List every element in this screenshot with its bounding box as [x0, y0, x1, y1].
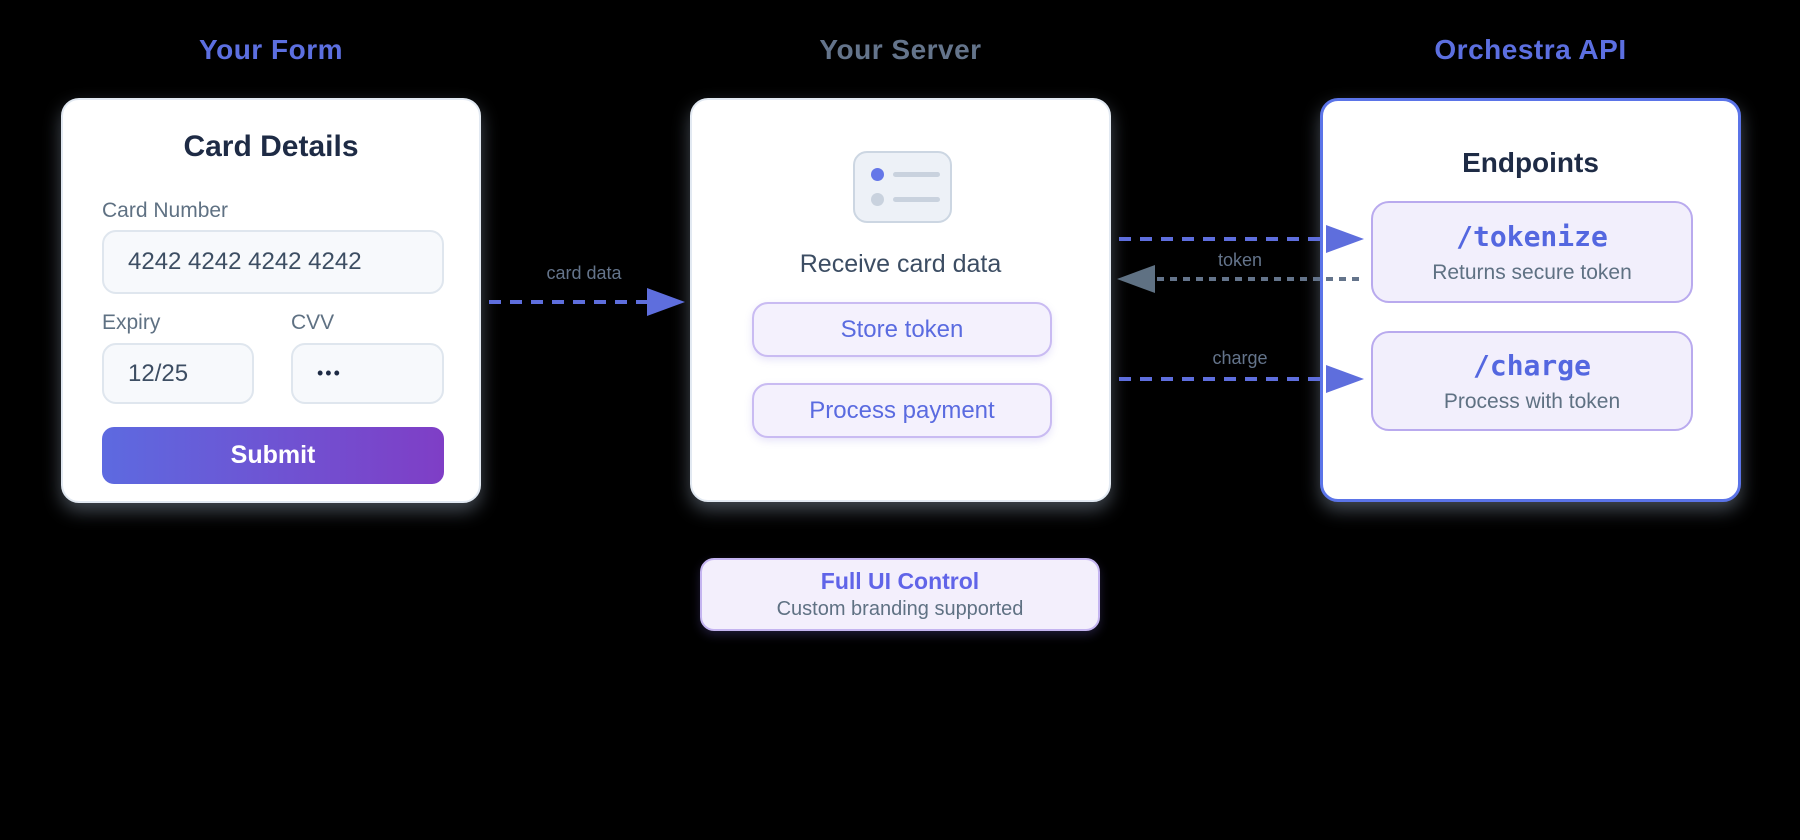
column-title-your-form: Your Form: [199, 34, 343, 65]
icon-row: [871, 168, 950, 181]
card-number-label: Card Number: [102, 199, 229, 222]
line-icon: [893, 172, 940, 177]
card-details-title: Card Details: [183, 130, 359, 163]
column-title-your-server: Your Server: [819, 34, 982, 65]
card-data-arrow-label: card data: [546, 263, 622, 283]
expiry-input[interactable]: 12/25: [102, 343, 254, 404]
tokenize-description: Returns secure token: [1432, 260, 1632, 284]
charge-path: /charge: [1472, 348, 1591, 382]
token-response-arrow-line: [1157, 277, 1365, 281]
submit-button[interactable]: Submit: [102, 427, 444, 484]
tokenize-path: /tokenize: [1456, 219, 1608, 253]
card-data-arrowhead-icon: [647, 288, 685, 316]
charge-description: Process with token: [1443, 389, 1621, 413]
icon-row: [871, 193, 950, 206]
card-list-icon: [853, 151, 952, 223]
tokenize-endpoint: /tokenize Returns secure token: [1371, 201, 1693, 303]
token-response-arrowhead-icon: [1117, 265, 1155, 293]
column-title-orchestra-api: Orchestra API: [1434, 34, 1627, 65]
store-token-step: Store token: [752, 302, 1052, 357]
full-ui-control-badge: Full UI Control Custom branding supporte…: [700, 558, 1100, 631]
charge-endpoint: /charge Process with token: [1371, 331, 1693, 431]
card-data-arrow-line: [489, 300, 649, 304]
card-details-panel: Card Details Card Number 4242 4242 4242 …: [61, 98, 481, 503]
tokenize-request-arrow-line: [1119, 237, 1327, 241]
token-arrow-label: token: [1217, 250, 1263, 270]
badge-subtitle: Custom branding supported: [776, 598, 1024, 620]
charge-arrow-label: charge: [1212, 348, 1268, 368]
blue-dot-icon: [871, 168, 884, 181]
card-number-input[interactable]: 4242 4242 4242 4242: [102, 230, 444, 294]
endpoints-title: Endpoints: [1462, 147, 1599, 178]
line-icon: [893, 197, 940, 202]
gray-dot-icon: [871, 193, 884, 206]
server-panel: Receive card data Store token Process pa…: [690, 98, 1111, 502]
cvv-label: CVV: [291, 311, 335, 334]
expiry-label: Expiry: [102, 311, 161, 334]
charge-arrowhead-icon: [1326, 365, 1364, 393]
cvv-input[interactable]: •••: [291, 343, 444, 404]
receive-card-data-text: Receive card data: [799, 250, 1002, 278]
tokenize-request-arrowhead-icon: [1326, 225, 1364, 253]
charge-arrow-line: [1119, 377, 1327, 381]
orchestra-api-panel: Endpoints /tokenize Returns secure token…: [1320, 98, 1741, 502]
badge-title: Full UI Control: [820, 568, 980, 594]
process-payment-step: Process payment: [752, 383, 1052, 438]
